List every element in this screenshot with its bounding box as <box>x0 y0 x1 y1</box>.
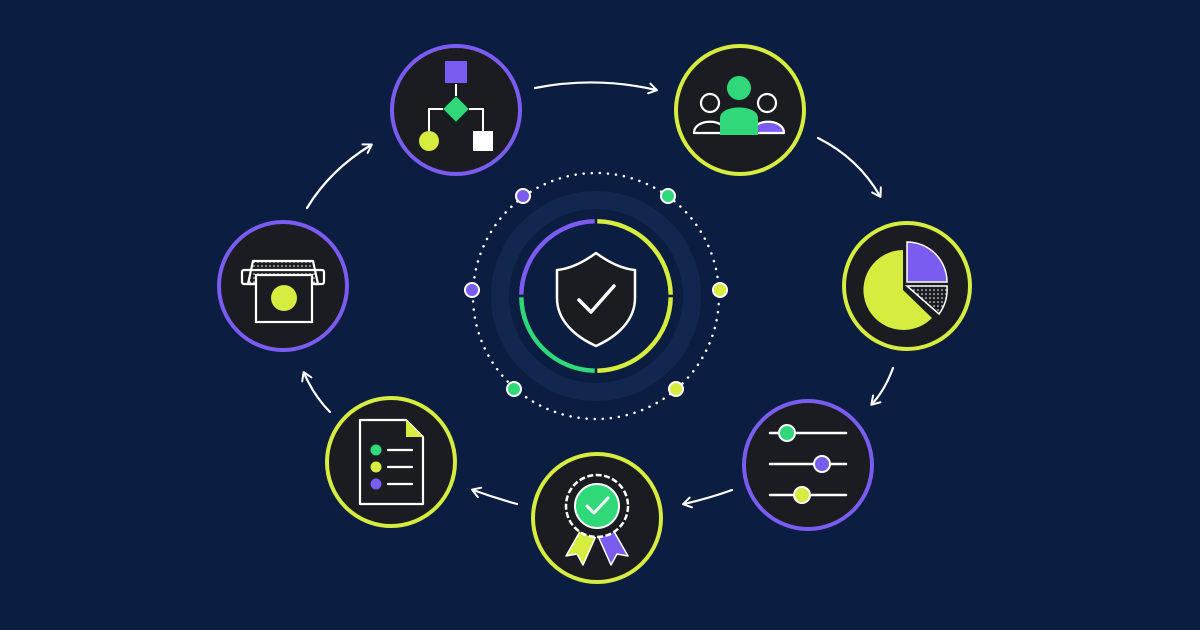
orbit-dot <box>515 188 531 204</box>
award-badge-icon <box>564 473 630 566</box>
inner-glow <box>491 191 701 401</box>
arrow-sliders-to-award <box>682 488 734 509</box>
center-hub <box>464 171 728 421</box>
arrow-chart-to-sliders <box>870 366 895 406</box>
node-printer <box>217 220 349 352</box>
pie-chart-icon <box>863 241 948 330</box>
printer-icon <box>240 259 326 324</box>
node-team <box>674 44 806 176</box>
workflow-icon <box>419 61 493 151</box>
orbit-dot <box>712 282 728 298</box>
team-icon <box>692 76 786 135</box>
checklist-document-icon <box>358 418 425 506</box>
arrow-printer-to-workflow <box>305 143 373 210</box>
arrow-team-to-chart <box>816 136 882 198</box>
orbit-dot <box>506 381 522 397</box>
node-pie-chart <box>842 221 972 351</box>
shield-check-icon <box>555 251 637 348</box>
arrow-award-to-checklist <box>471 486 519 506</box>
arrow-workflow-to-team <box>533 81 658 95</box>
node-award <box>531 452 663 584</box>
cycle-arrows <box>301 81 895 509</box>
orbit-dot <box>464 282 480 298</box>
node-checklist <box>325 396 457 528</box>
node-workflow <box>390 44 522 176</box>
segmented-ring <box>519 219 673 373</box>
arrow-checklist-to-printer <box>301 371 332 414</box>
orbit-dot <box>660 188 676 204</box>
sliders-icon <box>768 424 848 504</box>
orbit-dot <box>668 381 684 397</box>
node-sliders <box>742 399 874 531</box>
